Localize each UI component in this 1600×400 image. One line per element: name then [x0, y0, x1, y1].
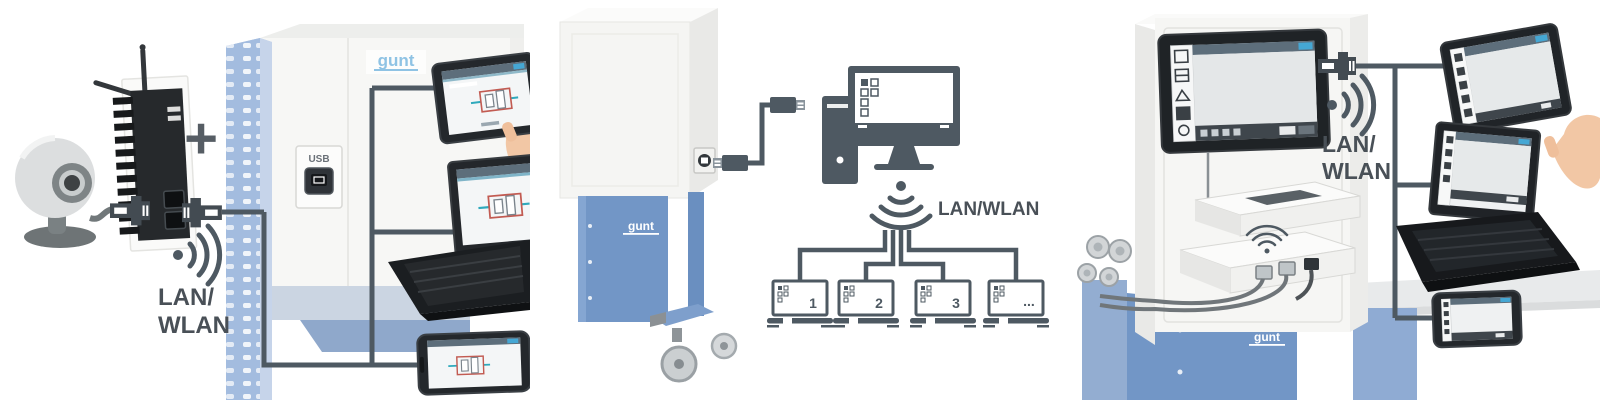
usb-cable — [748, 102, 770, 166]
gunt-logo-cabinet: gunt — [366, 50, 426, 74]
workstation-laptop-3: 3 — [908, 279, 978, 329]
thumb — [502, 121, 517, 142]
workstation-number: 1 — [809, 295, 817, 311]
panel-touchscreen-wlan-router: gunt — [1060, 0, 1600, 400]
lan-wlan-label-line1: LAN/ — [1322, 131, 1376, 157]
rj45-plug-icon — [1278, 261, 1296, 276]
valve-knobs — [1077, 235, 1132, 287]
mini-pc-router — [93, 44, 198, 252]
plus-icon: + — [184, 106, 218, 171]
lan-wlan-label-line2: WLAN — [1322, 158, 1391, 184]
toolbar-icons — [1173, 49, 1191, 137]
wifi-icon — [872, 181, 930, 228]
workstation-number: 3 — [952, 295, 960, 311]
gunt-logo-underline — [1249, 344, 1285, 346]
webcam — [15, 135, 115, 248]
antenna-icon — [93, 80, 138, 98]
touchscreen-panel — [1157, 28, 1331, 154]
smartphone — [416, 330, 530, 396]
usb-plug-icon — [713, 155, 748, 171]
hand — [1552, 114, 1600, 189]
workstation-laptop-more: ... — [981, 279, 1051, 329]
wifi-icon — [1245, 224, 1289, 254]
toolbar-icons — [1443, 301, 1450, 335]
statusbar-icons — [1200, 128, 1241, 137]
usb-connection — [693, 97, 805, 174]
lab-trolley: gunt — [578, 192, 738, 383]
gunt-logo-text: gunt — [378, 51, 415, 70]
rj45-plug-icon — [1255, 265, 1273, 280]
gunt-logo-underline — [374, 69, 418, 71]
panel-usb-minipc-network: gunt USB — [0, 0, 530, 400]
gunt-logo-trolley: gunt — [628, 219, 654, 233]
network-tree-lines — [797, 230, 1019, 281]
usb-plug-icon — [770, 97, 805, 113]
workstation-number: 2 — [875, 295, 883, 311]
lan-wlan-label-line1: LAN/ — [158, 284, 214, 311]
monitor — [848, 66, 960, 170]
toolbar-icons — [1442, 135, 1454, 183]
workstation-laptop-1: 1 — [765, 279, 835, 329]
router-cable — [1099, 278, 1265, 306]
tablet-with-hand — [431, 52, 530, 177]
tablet-with-hand — [1439, 23, 1600, 189]
workstation-number: ... — [1023, 293, 1035, 309]
laptop — [388, 152, 530, 321]
laptop — [1396, 121, 1580, 292]
router-cable — [1295, 269, 1314, 301]
lan-wlan-label: LAN/WLAN — [938, 199, 1039, 220]
thumb — [1543, 136, 1559, 158]
lan-wlan-label-line2: WLAN — [158, 312, 230, 339]
workstation-laptop-2: 2 — [831, 279, 901, 329]
usb-port-label: USB — [308, 154, 329, 165]
screen-icons — [860, 78, 879, 117]
antenna-icon — [140, 48, 148, 95]
toolbar-icons — [1453, 52, 1473, 118]
panel-pc-classroom-network: gunt — [530, 0, 1060, 400]
smartphone — [1431, 289, 1523, 349]
router-cable — [1099, 274, 1289, 313]
caster-stem — [672, 328, 682, 342]
gunt-logo-underline — [623, 233, 659, 235]
gunt-logo-bench: gunt — [1254, 330, 1280, 344]
lan-port — [1304, 258, 1319, 270]
wlan-router — [1099, 224, 1356, 313]
usb-port-plate: USB — [295, 145, 343, 209]
experiment-cabinet — [559, 8, 718, 199]
